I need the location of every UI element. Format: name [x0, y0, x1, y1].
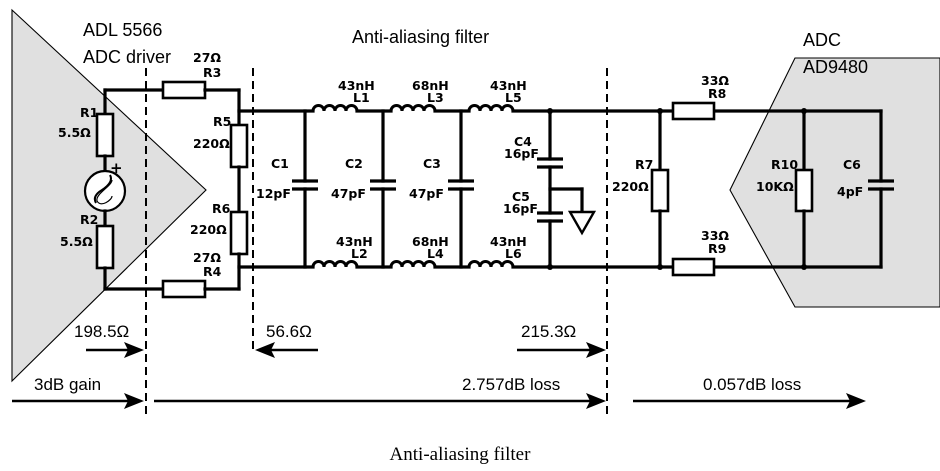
l6-value: 43nH — [490, 234, 527, 249]
c4-ref: C4 — [514, 134, 532, 149]
l4-ref: L4 — [427, 246, 444, 261]
r9-value: 33Ω — [701, 228, 729, 243]
resistor-r9 — [671, 257, 716, 277]
r10-value: 10KΩ — [756, 179, 794, 194]
l3-value: 68nH — [412, 78, 449, 93]
r10-ref: R10 — [771, 157, 798, 172]
l2-ref: L2 — [351, 246, 368, 261]
driver-gain: 3dB gain — [34, 375, 101, 394]
adc-block — [729, 57, 940, 308]
capacitor-c1 — [292, 109, 318, 269]
c5-value: 16pF — [503, 201, 538, 216]
inductor-l3 — [389, 104, 437, 112]
r7-value: 220Ω — [612, 179, 649, 194]
filter-input-impedance: 56.6Ω — [266, 322, 312, 341]
capacitor-c4 — [537, 109, 563, 169]
r4-ref: R4 — [203, 264, 222, 279]
c2-ref: C2 — [345, 156, 363, 171]
resistor-r1 — [95, 112, 115, 158]
inductor-l4 — [389, 260, 437, 268]
l1-ref: L1 — [353, 90, 370, 105]
r3-ref: R3 — [203, 65, 221, 80]
r2-value: 5.5Ω — [60, 234, 93, 249]
adc-subtitle: AD9480 — [803, 57, 868, 77]
driver-name: ADL 5566 — [83, 20, 162, 40]
c3-value: 47pF — [409, 186, 444, 201]
inductor-l1 — [311, 104, 359, 112]
l1-value: 43nH — [338, 78, 375, 93]
driver-output-impedance: 198.5Ω — [74, 322, 129, 341]
r6-ref: R6 — [212, 201, 231, 216]
r1-ref: R1 — [80, 105, 98, 120]
l5-ref: L5 — [505, 90, 522, 105]
resistor-r6 — [229, 210, 249, 256]
l2-value: 43nH — [336, 234, 373, 249]
r9-ref: R9 — [708, 241, 726, 256]
driver-subtitle: ADC driver — [83, 47, 171, 67]
c6-value: 4pF — [837, 184, 863, 199]
c4-value: 16pF — [504, 146, 539, 161]
filter-output-impedance: 215.3Ω — [521, 322, 576, 341]
capacitor-c6 — [868, 109, 894, 269]
r4-value: 27Ω — [193, 250, 221, 265]
c1-ref: C1 — [271, 156, 289, 171]
resistor-r4 — [161, 279, 207, 299]
source-polarity: + — [110, 159, 123, 177]
adc-input-loss: 0.057dB loss — [703, 375, 801, 394]
ground-icon — [567, 210, 597, 236]
c5-ref: C5 — [512, 189, 530, 204]
c6-ref: C6 — [843, 157, 861, 172]
c3-ref: C3 — [423, 156, 441, 171]
r8-ref: R8 — [708, 86, 726, 101]
r2-ref: R2 — [80, 212, 98, 227]
l6-ref: L6 — [505, 246, 522, 261]
resistor-r10 — [794, 168, 814, 213]
capacitor-c5 — [537, 211, 563, 269]
capacitor-c2 — [370, 109, 396, 269]
r1-value: 5.5Ω — [58, 125, 91, 140]
l4-value: 68nH — [412, 234, 449, 249]
r6-value: 220Ω — [190, 222, 227, 237]
r5-ref: R5 — [213, 114, 231, 129]
inductor-l2 — [311, 260, 359, 268]
resistor-r7 — [650, 168, 670, 213]
r3-value: 27Ω — [193, 50, 221, 65]
filter-title: Anti-aliasing filter — [352, 27, 489, 47]
driver-internal-circuit — [83, 88, 127, 291]
capacitor-c3 — [448, 109, 474, 269]
filter-loss: 2.757dB loss — [462, 375, 560, 394]
resistor-r2 — [95, 224, 115, 270]
ac-source-icon — [83, 169, 127, 213]
l3-ref: L3 — [427, 90, 444, 105]
adc-name: ADC — [803, 30, 841, 50]
inductor-l6 — [467, 260, 515, 268]
r7-ref: R7 — [635, 157, 653, 172]
resistor-r3 — [161, 80, 207, 100]
r5-value: 220Ω — [193, 136, 230, 151]
c1-value: 12pF — [256, 186, 291, 201]
figure-caption: Anti-aliasing filter — [390, 444, 532, 465]
resistor-r8 — [671, 101, 716, 121]
resistor-r5 — [229, 123, 249, 169]
inductor-l5 — [467, 104, 515, 112]
r8-value: 33Ω — [701, 73, 729, 88]
c2-value: 47pF — [331, 186, 366, 201]
l5-value: 43nH — [490, 78, 527, 93]
